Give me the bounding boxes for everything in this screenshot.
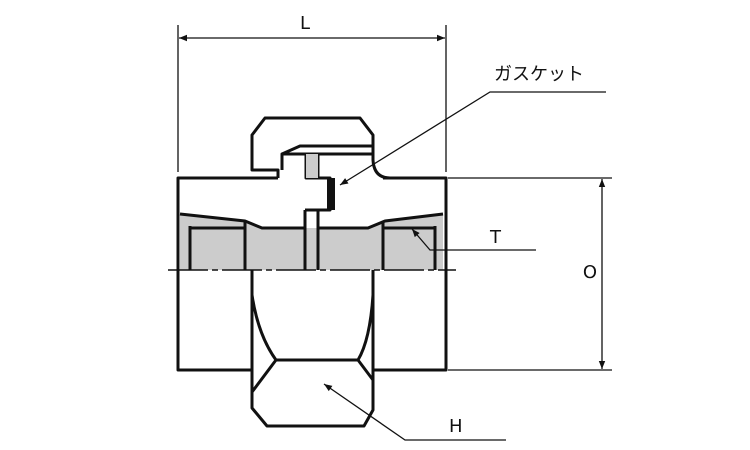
label-l: L (300, 13, 310, 34)
thread-section-fill (180, 214, 443, 270)
label-gasket: ガスケット (494, 64, 584, 85)
dimension-l: L (177, 13, 447, 172)
thread-leader: T (411, 227, 536, 251)
union-nut (250, 116, 391, 180)
label-h: H (449, 416, 463, 437)
label-t: T (489, 227, 502, 248)
gasket (327, 178, 335, 210)
dimension-o: O (448, 177, 612, 371)
label-o: O (583, 262, 597, 283)
hex-leader: H (323, 383, 506, 441)
hex-portion (250, 270, 375, 428)
gasket-leader: ガスケット (339, 64, 606, 186)
